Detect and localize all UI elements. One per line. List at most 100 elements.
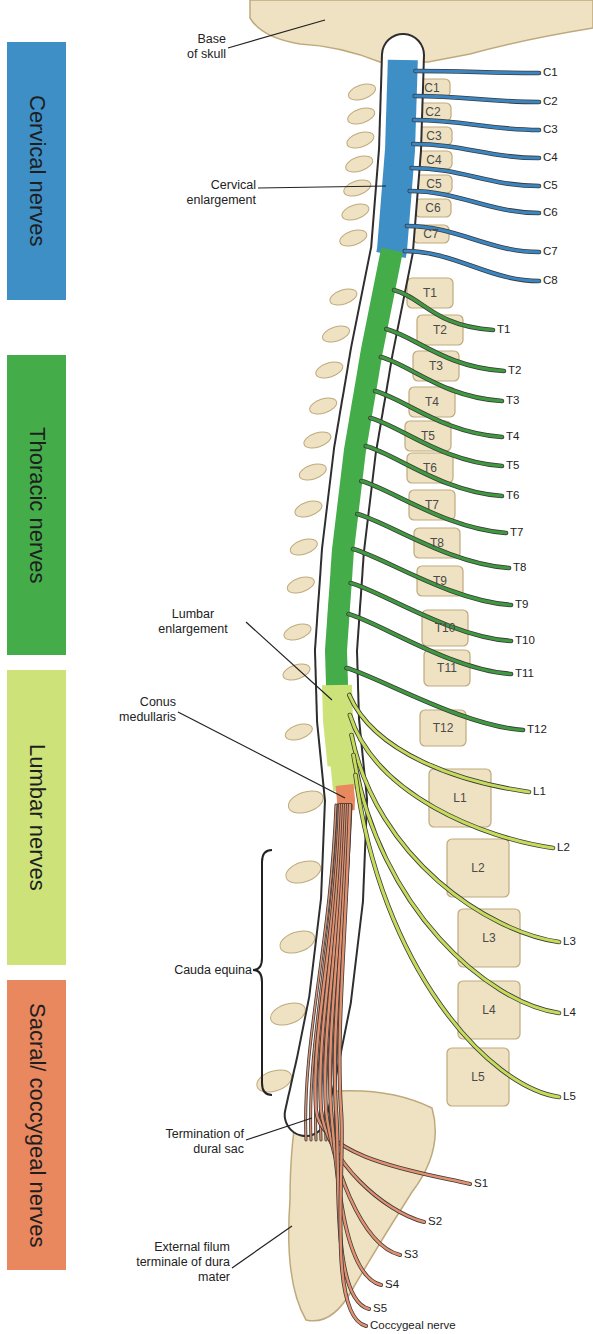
vertebra-label: C1 <box>424 81 439 95</box>
nerve-label: L1 <box>533 785 546 799</box>
spinous-process <box>314 359 345 381</box>
region-name: Thoracic nerves <box>24 427 50 584</box>
spinous-process <box>283 721 314 743</box>
thoracic-nerve <box>351 583 511 641</box>
vertebral-body <box>407 278 453 308</box>
nerve-label: C8 <box>543 274 558 288</box>
thoracic-nerve <box>347 668 524 730</box>
leader-line <box>178 712 345 798</box>
thoracic-nerve <box>381 357 502 401</box>
lumbar-nerve <box>350 715 553 848</box>
vertebral-body <box>417 315 463 345</box>
lumbar-nerve <box>352 735 560 942</box>
cervical-nerve <box>416 71 540 73</box>
thoracic-nerve-outline <box>351 583 511 641</box>
leader-line <box>258 186 386 188</box>
thoracic-nerve <box>370 418 502 466</box>
thoracic-nerve-outline <box>381 357 502 401</box>
vertebra-label: T6 <box>423 461 437 475</box>
callout-label: Termination of dural sac <box>144 1127 244 1157</box>
spinous-process <box>297 461 328 483</box>
nerve-label: T9 <box>515 598 528 612</box>
spinous-process <box>277 927 317 957</box>
thoracic-nerve <box>366 446 502 496</box>
callout-label: Lumbar enlargement <box>151 607 235 637</box>
spinous-process <box>347 81 378 103</box>
nerve-label: T11 <box>515 667 534 681</box>
vertebra-label: L3 <box>482 931 495 945</box>
nerve-label: C1 <box>543 66 558 80</box>
leader-line <box>232 1226 292 1268</box>
vertebra-label: T9 <box>433 574 447 588</box>
spinous-process <box>302 429 333 451</box>
cervical-cord <box>391 60 403 255</box>
lumbar-nerve-outline <box>349 695 529 792</box>
vertebra-label: L5 <box>471 1070 484 1084</box>
nerve-label: L2 <box>557 841 570 855</box>
thoracic-nerve-outline <box>370 418 502 466</box>
sacral-nerve <box>340 805 366 1326</box>
nerve-label: T6 <box>506 489 519 503</box>
nerve-label: S3 <box>404 1248 418 1262</box>
nerve-label: L4 <box>563 1006 576 1020</box>
vertebra-label: C6 <box>425 201 440 215</box>
spinous-process <box>283 857 323 887</box>
spinous-process <box>346 105 377 127</box>
cervical-nerve-outline <box>407 226 539 252</box>
vertebra-label: L2 <box>471 861 484 875</box>
lumbar-cord <box>337 685 343 765</box>
vertebra-label: T10 <box>435 621 456 635</box>
vertebra-label: C5 <box>426 177 441 191</box>
callout-label: Conus medullaris <box>104 695 176 725</box>
cervical-nerve-outline <box>405 251 539 281</box>
spinous-process <box>342 177 373 199</box>
nerve-label: C7 <box>543 245 558 259</box>
lumbar-nerve-outline <box>356 775 560 1097</box>
vertebral-body <box>415 199 451 217</box>
nerve-label: T1 <box>497 323 510 337</box>
spinous-process <box>308 395 339 417</box>
nerve-label: S1 <box>474 1177 488 1191</box>
nerve-label: T4 <box>506 430 519 444</box>
spinous-process <box>338 227 369 249</box>
nerve-label: L5 <box>563 1090 576 1104</box>
leader-line <box>246 1118 312 1140</box>
cervical-nerve <box>415 96 539 102</box>
thoracic-nerve-outline <box>349 614 512 674</box>
cervical-nerve <box>414 120 539 130</box>
leader-line <box>228 20 325 48</box>
cervical-nerve <box>407 226 539 252</box>
nerve-label: T10 <box>515 634 535 648</box>
thoracic-nerve-outline <box>353 549 511 605</box>
region-band: Cervical nerves <box>7 42 66 300</box>
region-name: Cervical nerves <box>24 95 50 247</box>
nerve-label: T12 <box>527 723 547 737</box>
region-band: Lumbar nerves <box>7 670 66 965</box>
nerve-label: T5 <box>506 459 519 473</box>
cervical-nerve-outline <box>415 96 539 102</box>
region-band: Sacral/ coccygeal nerves <box>7 980 66 1270</box>
thoracic-nerve <box>349 614 512 674</box>
lumbar-nerve-outline <box>350 715 553 848</box>
spinous-process <box>344 153 375 175</box>
lumbar-nerve <box>356 775 560 1097</box>
vertebra-label: T12 <box>433 721 454 735</box>
nerve-label: C2 <box>543 95 558 109</box>
nerve-label: S5 <box>373 1302 387 1316</box>
vertebra-label: T2 <box>433 323 447 337</box>
bracket <box>253 850 272 1095</box>
spinous-process <box>328 286 359 308</box>
vertebra-label: T4 <box>425 395 439 409</box>
lumbar-nerve-outline <box>352 735 560 942</box>
thoracic-nerve-outline <box>366 446 502 496</box>
spinous-process <box>321 323 352 345</box>
spinous-process <box>285 574 316 596</box>
spinous-process <box>286 787 326 817</box>
vertebra-label: T5 <box>421 429 435 443</box>
callout-label: External filum terminale of dura mater <box>130 1240 230 1285</box>
vertebra-label: T1 <box>423 286 437 300</box>
vertebra-label: T11 <box>437 661 457 675</box>
nerve-label: T3 <box>506 394 519 408</box>
